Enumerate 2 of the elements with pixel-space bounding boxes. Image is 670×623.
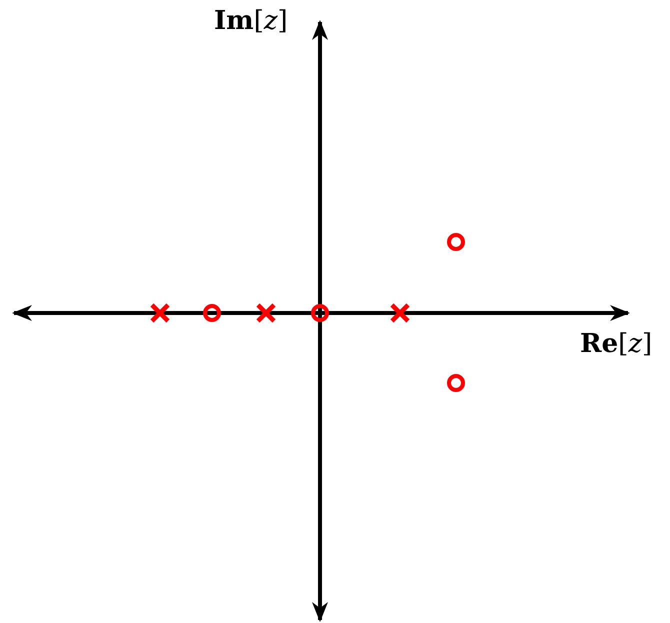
axis-label: Im[z] <box>214 8 288 34</box>
axis-label: Re[z] <box>580 331 652 357</box>
